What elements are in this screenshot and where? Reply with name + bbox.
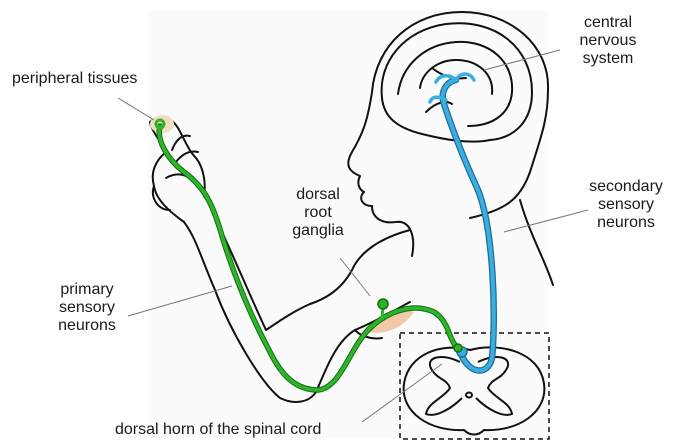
label-primary-sensory-neurons: primary sensory neurons	[42, 281, 132, 335]
label-central-nervous-system: central nervous system	[563, 14, 653, 68]
primary-neuron-terminal	[454, 344, 462, 352]
label-dorsal-root-ganglia: dorsal root ganglia	[278, 186, 358, 240]
label-peripheral-tissues: peripheral tissues	[12, 70, 137, 88]
label-dorsal-horn: dorsal horn of the spinal cord	[115, 421, 321, 439]
label-secondary-sensory-neurons: secondary sensory neurons	[581, 178, 671, 232]
dorsal-root-ganglion-soma	[378, 299, 388, 309]
